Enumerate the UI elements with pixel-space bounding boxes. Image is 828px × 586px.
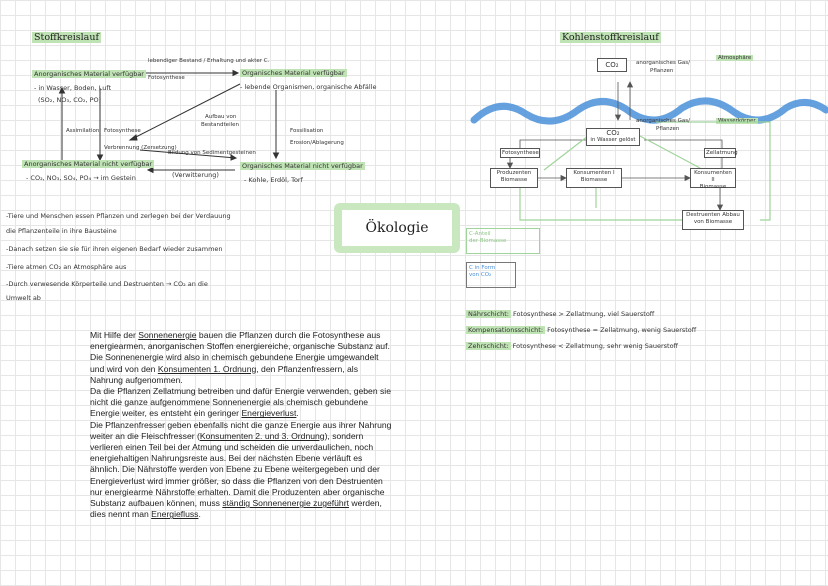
produzenten-box: Produzenten Biomasse [490,168,538,188]
term-energieverlust: Energieverlust [241,408,297,419]
node-organisch-nicht-verfuegbar-sub: - Kohle, Erdöl, Torf [244,176,303,184]
kohlenstoff-arrows [506,81,771,221]
text-run: Da die Pflanzen Zellatmung betreiben und… [90,386,391,419]
konsumenten2-sub: Biomasse [699,184,727,190]
co2-atmosphere-note-2: Pflanzen [650,68,674,74]
konsumenten1-sub: Biomasse [580,177,608,183]
layer-naehrschicht-name: Nährschicht: [466,310,511,318]
paragraph-part-2: Da die Pflanzen Zellatmung betreiben und… [90,386,392,420]
layer-naehrschicht: Nährschicht: Fotosynthese > Zellatmung, … [466,310,654,318]
oekologie-title: Ökologie [342,210,452,246]
konsumenten2-box: Konsumenten II Biomasse [690,168,736,190]
stoffkreislauf-title: Stoffkreislauf [32,32,101,43]
node-organisch-verfuegbar: Organisches Material verfügbar [240,69,347,77]
term-sonnenenergie: Sonnenenergie [138,330,197,340]
text-run: . [296,408,299,419]
layer-naehrschicht-text: Fotosynthese > Zellatmung, viel Sauersto… [513,310,655,318]
produzenten-sub: Biomasse [500,177,528,183]
note-line-6: Umwelt ab [6,294,41,302]
fotosynthese-box: Fotosynthese [500,148,540,158]
note-line-1: -Tiere und Menschen essen Pflanzen und z… [6,212,231,220]
label-verwitterung: (Verwitterung) [172,171,219,179]
text-run: werden, dies nennt man [90,498,382,520]
label-fotosynthese: Fotosynthese [104,128,141,134]
destruenten-box: Destruenten Abbau von Biomasse [682,210,744,230]
legend-biomasse: C-Anteil der Biomasse [466,228,540,254]
note-line-5: -Durch verwesende Körperteile und Destru… [6,280,208,288]
node-anorganisch-nicht-verfuegbar-sub: - CO₂, NO₃, SO₄, PO₄ → im Gestein [26,174,136,182]
term-energiefluss: Energiefluss [151,509,199,520]
stoffkreislauf-arrows [58,69,280,174]
legend-co2-line2: von CO₂ [469,272,492,278]
layer-kompensationsschicht-name: Kompensationsschicht: [466,326,546,334]
co2-water-sub: in Wasser gelöst [590,137,636,143]
label-aufbau: Aufbau von [205,114,237,120]
label-fossilisation: Fossilisation [290,128,324,134]
konsumenten1-label: Konsumenten I [573,170,615,176]
water-waves [470,97,828,125]
layer-zehrschicht: Zehrschicht: Fotosynthese < Zellatmung, … [466,342,678,350]
energiefluss-paragraph: Mit Hilfe der Sonnenenergie bauen die Pf… [90,330,392,520]
co2-water-box: CO₂ in Wasser gelöst [586,128,640,146]
label-atmosphaere: Atmosphäre [716,55,754,61]
note-line-2: die Pflanzenteile in ihre Bausteine [6,227,117,235]
co2-water-label: CO₂ [606,129,620,137]
text-run: . [198,509,201,520]
paragraph-part-1: Mit Hilfe der Sonnenenergie bauen die Pf… [90,330,392,386]
note-line-3: -Danach setzen sie sie für ihren eigenen… [6,245,223,253]
paragraph-part-3: Die Pflanzenfresser geben ebenfalls nich… [90,420,392,521]
layer-zehrschicht-text: Fotosynthese < Zellatmung, sehr wenig Sa… [512,342,679,350]
legend-co2: C in Form von CO₂ [466,262,516,288]
legend-co2-line1: C in Form [469,265,496,271]
destruenten-label: Destruenten Abbau [686,212,740,218]
konsumenten2-label: Konsumenten II [694,170,732,183]
node-organisch-nicht-verfuegbar: Organisches Material nicht verfügbar [240,162,365,170]
label-wasserkoerper: Wasserkörper [716,118,758,124]
co2-atmosphere-note: anorganisches Gas/ [636,60,690,66]
label-top-arrow: lebendiger Bestand / Erhaltung und akter… [148,58,270,64]
layer-zehrschicht-name: Zehrschicht: [466,342,511,350]
layer-kompensationsschicht-text: Fotosynthese = Zellatmung, wenig Sauerst… [547,326,697,334]
text-run: , den Pflanzenfressern, als Nahrung aufg… [90,363,359,385]
text-run: ), sondern verlieren einen Teil bei der … [90,430,385,509]
text-run: Mit Hilfe der [90,330,139,340]
konsumenten1-box: Konsumenten I Biomasse [566,168,622,188]
node-anorganisch-nicht-verfuegbar: Anorganisches Material nicht verfügbar [22,160,155,168]
term-konsumenten-1: Konsumenten 1. Ordnung [157,363,257,374]
kohlenstoffkreislauf-title: Kohlenstoffkreislauf [560,32,661,43]
legend-biomasse-line1: C-Anteil [469,231,491,237]
note-line-4: -Tiere atmen CO₂ an Atmosphäre aus [6,263,127,271]
zellatmung-box: Zellatmung [704,148,738,158]
term-sonnenenergie-zugefuehrt: ständig Sonnenenergie zugeführt [222,498,349,509]
term-konsumenten-2-3: Konsumenten 2. und 3. Ordnung [199,430,325,441]
node-organisch-verfuegbar-sub: - lebende Organismen, organische Abfälle [240,83,377,91]
co2-atmosphere-box: CO₂ [597,58,627,72]
label-verbrennung: Verbrennung (Zersetzung) [104,145,177,151]
label-bestandteilen: Bestandteilen [201,122,239,128]
node-anorganisch-verfuegbar: Anorganisches Material verfügbar [32,70,146,78]
label-erosion: Erosion/Ablagerung [290,140,344,146]
legend-biomasse-line2: der Biomasse [469,238,507,244]
node-anorganisch-verfuegbar-sub1: - in Wasser, Boden, Luft [34,84,112,92]
label-top-arrow-2: Fotosynthese [148,75,185,81]
co2-water-note-2: Pflanzen [656,126,680,132]
produzenten-label: Produzenten [496,170,532,176]
layer-kompensationsschicht: Kompensationsschicht: Fotosynthese = Zel… [466,326,696,334]
co2-water-note: anorganisches Gas/ [636,118,690,124]
destruenten-sub: von Biomasse [693,219,733,225]
label-bildung: Bildung von Sedimentgesteinen [168,150,256,156]
text-run: bauen die Pflanzen durch die Fotosynthes… [90,330,390,374]
node-anorganisch-verfuegbar-sub2: (SO₂, NO₃, CO₂, PO) [38,96,102,104]
label-assimilation: Assimilation [66,128,100,134]
text-run: Die Pflanzenfresser geben ebenfalls nich… [90,419,392,441]
